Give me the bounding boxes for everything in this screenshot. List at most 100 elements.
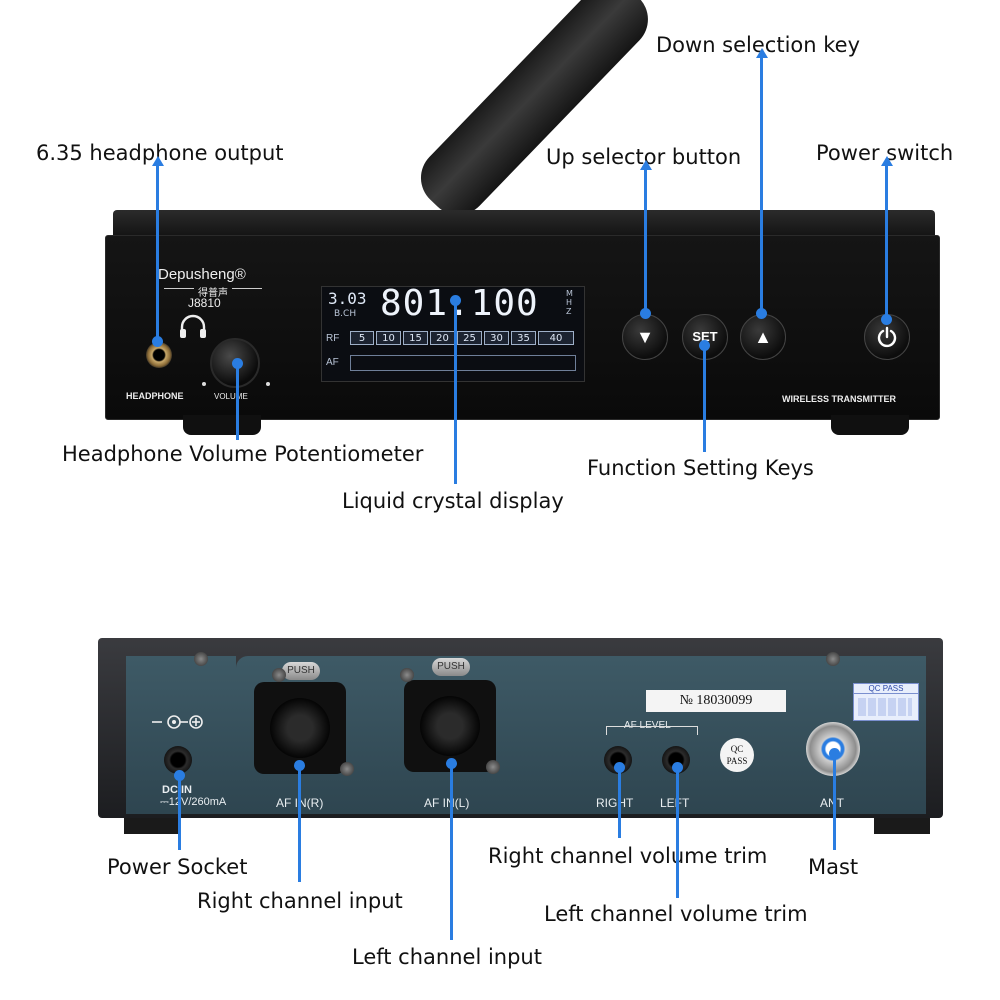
xlr-socket [420,696,480,756]
callout-volume-pot: Headphone Volume Potentiometer [62,442,424,466]
scale-cell: 5 [350,331,374,345]
rear-foot [874,818,930,834]
wireless-transmitter-label: WIRELESS TRANSMITTER [782,394,896,404]
qc-pass-sticker: QC PASS [720,738,754,772]
leader-line [454,299,457,484]
scale-cell: 30 [484,331,509,345]
callout-right-input: Right channel input [197,889,403,913]
antenna [408,0,661,228]
scale-cell: 10 [376,331,401,345]
push-release[interactable]: PUSH [282,662,320,680]
leader-arrowhead [881,156,893,166]
rear-foot [124,818,180,834]
model-number: J8810 [188,296,221,310]
right-label: RIGHT [596,796,634,810]
serial-sticker: № 18030099 [646,690,786,712]
leader-line [450,762,453,940]
pass-text: PASS [726,756,748,766]
leader-line [703,344,706,452]
qc-pass-card: QC PASS [853,683,919,721]
leader-arrowhead [756,48,768,58]
scale-cell: 25 [457,331,482,345]
callout-power-switch: Power switch [816,141,954,165]
leader-arrowhead [640,160,652,170]
qc-pass-grid [858,698,912,716]
af-in-l-connector[interactable] [404,680,496,772]
volume-max-dot [266,382,270,386]
af-in-l-label: AF IN(L) [424,796,470,810]
callout-headphone-output: 6.35 headphone output [36,141,284,165]
screw [826,652,840,666]
leader-dot [881,314,892,325]
up-button[interactable]: ▲ [740,314,786,360]
scale-cell: 40 [538,331,574,345]
callout-left-input: Left channel input [352,945,542,969]
lcd-unit: MHZ [566,289,573,316]
leader-dot [640,308,651,319]
lcd-channel: 3.03 [328,289,367,308]
leader-dot [756,308,767,319]
callout-lcd: Liquid crystal display [342,489,564,513]
callout-left-trim: Left channel volume trim [544,902,808,926]
screw [340,762,354,776]
scale-cell: 20 [430,331,455,345]
leader-line [298,764,301,882]
volume-label: VOLUME [214,392,248,401]
qc-pass-card-text: QC PASS [854,684,918,694]
lcd-channel-label: B.CH [334,309,357,319]
front-face: Depusheng® 得普声 J8810 HEADPHONE VOLUME 3.… [105,235,940,420]
front-foot-right [831,415,909,435]
down-button[interactable]: ▼ [622,314,668,360]
headphone-icon [178,314,208,344]
callout-power-socket: Power Socket [107,855,248,879]
ant-label: ANT [820,796,844,810]
callout-mast: Mast [808,855,859,879]
xlr-socket [270,698,330,758]
front-top-cover [113,210,935,238]
front-panel: Depusheng® 得普声 J8810 HEADPHONE VOLUME 3.… [105,210,940,435]
screw [194,652,208,666]
dc-in-socket[interactable] [164,746,192,774]
power-icon [877,326,897,348]
dc-spec-label: ⎓12V/260mA [160,796,227,808]
brand-rule-right [232,288,262,289]
leader-line [618,766,621,838]
leader-dot [152,336,163,347]
callout-right-trim: Right channel volume trim [488,844,768,868]
push-release[interactable]: PUSH [432,658,470,676]
qc-text: QC [730,744,744,754]
lcd-display: 3.03 B.CH 801.100 MHZ RF 5 10 15 20 25 3… [321,283,585,382]
screw [400,668,414,682]
scale-cell: 15 [403,331,428,345]
brand-rule-left [164,288,194,289]
leader-line [676,766,679,898]
lcd-af-meter [350,355,576,371]
dc-polarity-icon [150,714,206,734]
brand-chinese: 得普声 [198,288,228,299]
af-level-label: AF LEVEL [624,720,671,731]
rear-left-panel [126,656,236,814]
leader-line [178,774,181,850]
rear-panel: DC IN ⎓12V/260mA PUSH AF IN(R) PUSH AF I… [98,638,943,828]
volume-min-dot [202,382,206,386]
lcd-rf-scale: 5 10 15 20 25 30 35 40 [346,331,576,347]
leader-line [833,752,836,850]
leader-line [885,166,888,320]
scale-cell: 35 [511,331,536,345]
headphone-label: HEADPHONE [126,391,184,401]
screw [272,668,286,682]
left-label: LEFT [660,796,690,810]
brand-name: Depusheng® [158,266,246,283]
callout-down-key: Down selection key [656,33,861,57]
screw [486,760,500,774]
leader-line [644,170,647,314]
lcd-af-label: AF [326,357,339,368]
lcd-rf-label: RF [326,333,340,344]
callout-up-button: Up selector button [546,145,742,169]
leader-line [156,166,159,342]
dc-in-label: DC IN [162,784,192,796]
leader-line [236,362,239,440]
af-in-r-connector[interactable] [254,682,346,774]
front-foot-left [183,415,261,435]
leader-line [760,58,763,314]
